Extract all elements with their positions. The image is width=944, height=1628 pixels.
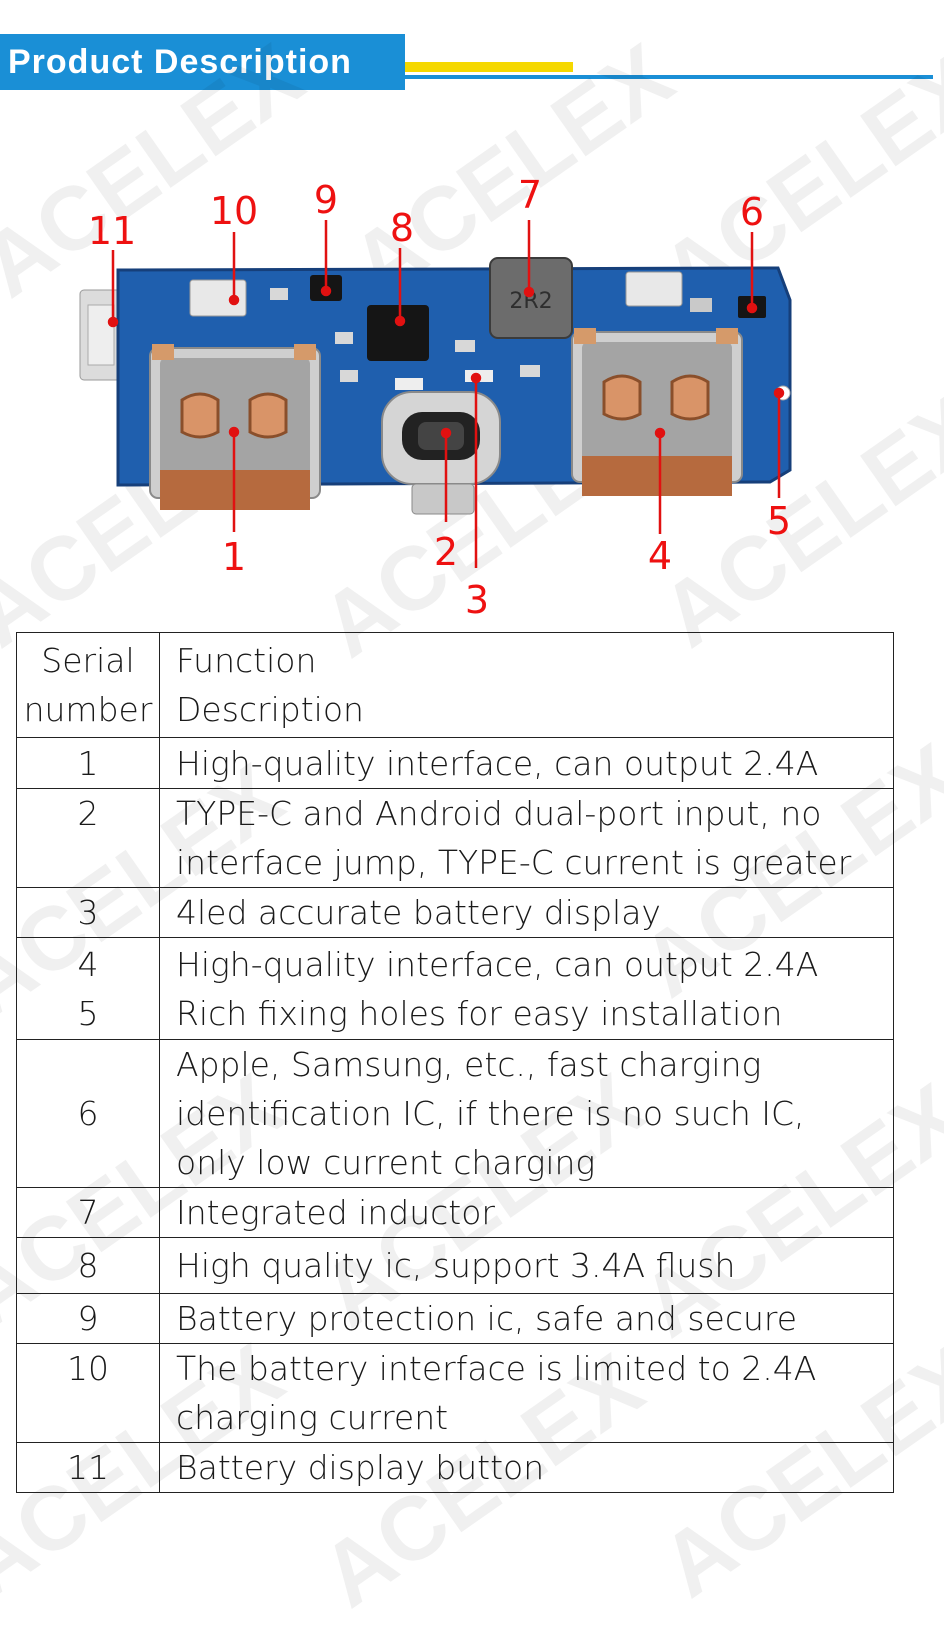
description-line: charging current [176,1398,449,1437]
pcb-illustration: 2R2 [0,100,944,620]
header-serial-line: Serial [41,641,135,680]
serial-cell: 11 [16,1442,160,1493]
description-cell: High-quality interface, can output 2.4A … [159,937,894,1040]
serial-cell: 7 [16,1187,160,1238]
description-cell: Battery protection ic, safe and secure [159,1293,894,1344]
serial-number: 5 [77,993,99,1033]
description-cell: The battery interface is limited to 2.4A… [159,1343,894,1443]
serial-cell: 10 [16,1343,160,1443]
header-accent-bar [405,62,573,72]
callout-1: 1 [221,535,247,579]
serial-number: 11 [67,1448,109,1487]
description-line: TYPE-C and Android dual-port input, no [176,794,822,833]
description-line: High-quality interface, can output 2.4A [176,944,819,984]
callout-5: 5 [766,499,792,543]
serial-cell: 2 [16,788,160,888]
header-serial-line: number [23,690,153,729]
serial-cell: 9 [16,1293,160,1344]
serial-cell: 6 [16,1039,160,1188]
header-serial-cell: Serial number [16,632,160,738]
callout-4: 4 [647,534,673,578]
serial-cell: 1 [16,737,160,789]
description-line: identification IC, if there is no such I… [176,1094,805,1133]
callout-11: 11 [87,209,137,253]
description-line: Integrated inductor [176,1193,495,1232]
description-cell: Battery display button [159,1442,894,1493]
header-underline [405,75,933,79]
description-line: High quality ic, support 3.4A flush [176,1246,736,1285]
description-cell: Integrated inductor [159,1187,894,1238]
description-line: Rich fixing holes for easy installation [176,993,783,1033]
description-cell: High-quality interface, can output 2.4A [159,737,894,789]
pcb-board-drawing: 2R2 [79,220,792,568]
callout-8: 8 [389,206,415,250]
table-row: 4 5 High-quality interface, can output 2… [16,937,894,1040]
description-line: High-quality interface, can output 2.4A [176,743,819,783]
header-title: Product Description [0,34,405,90]
description-line: interface jump, TYPE-C current is greate… [176,843,852,882]
table-row: 6 Apple, Samsung, etc., fast charging id… [16,1039,894,1188]
callout-10: 10 [209,189,259,233]
serial-number: 6 [77,1094,99,1133]
serial-number: 2 [77,794,99,833]
table-row: 1 High-quality interface, can output 2.4… [16,737,894,789]
serial-cell: 8 [16,1237,160,1294]
table-row: 8 High quality ic, support 3.4A flush [16,1237,894,1294]
description-line: Battery protection ic, safe and secure [176,1299,798,1338]
serial-number: 7 [77,1193,99,1232]
description-line: 4led accurate battery display [176,893,661,932]
serial-cell: 4 5 [16,937,160,1040]
description-line: only low current charging [176,1143,596,1182]
table-row: 3 4led accurate battery display [16,887,894,938]
callout-2: 2 [433,530,459,574]
description-cell: High quality ic, support 3.4A flush [159,1237,894,1294]
serial-number: 4 [77,944,99,984]
table-row: 2 TYPE-C and Android dual-port input, no… [16,788,894,888]
function-table: Serial number Function Description 1 Hig… [16,632,894,1493]
serial-number: 9 [77,1299,99,1338]
header-function-line: Function [176,641,317,680]
serial-cell: 3 [16,887,160,938]
description-line: Apple, Samsung, etc., fast charging [176,1045,762,1084]
table-row: 7 Integrated inductor [16,1187,894,1238]
serial-number: 1 [77,743,99,783]
callout-3: 3 [464,578,490,622]
description-cell: Apple, Samsung, etc., fast charging iden… [159,1039,894,1188]
table-row: 9 Battery protection ic, safe and secure [16,1293,894,1344]
description-line: Battery display button [176,1448,545,1487]
callout-7: 7 [517,173,543,217]
table-row: 10 The battery interface is limited to 2… [16,1343,894,1443]
header-function-line: Description [176,690,364,729]
description-line: The battery interface is limited to 2.4A [176,1349,817,1388]
callout-9: 9 [313,178,339,222]
serial-number: 8 [77,1246,99,1285]
callout-6: 6 [739,190,765,234]
table-header-row: Serial number Function Description [16,632,894,738]
serial-number: 3 [77,893,99,932]
serial-number: 10 [67,1349,109,1388]
header-function-cell: Function Description [159,632,894,738]
description-cell: TYPE-C and Android dual-port input, no i… [159,788,894,888]
description-cell: 4led accurate battery display [159,887,894,938]
table-row: 11 Battery display button [16,1442,894,1493]
